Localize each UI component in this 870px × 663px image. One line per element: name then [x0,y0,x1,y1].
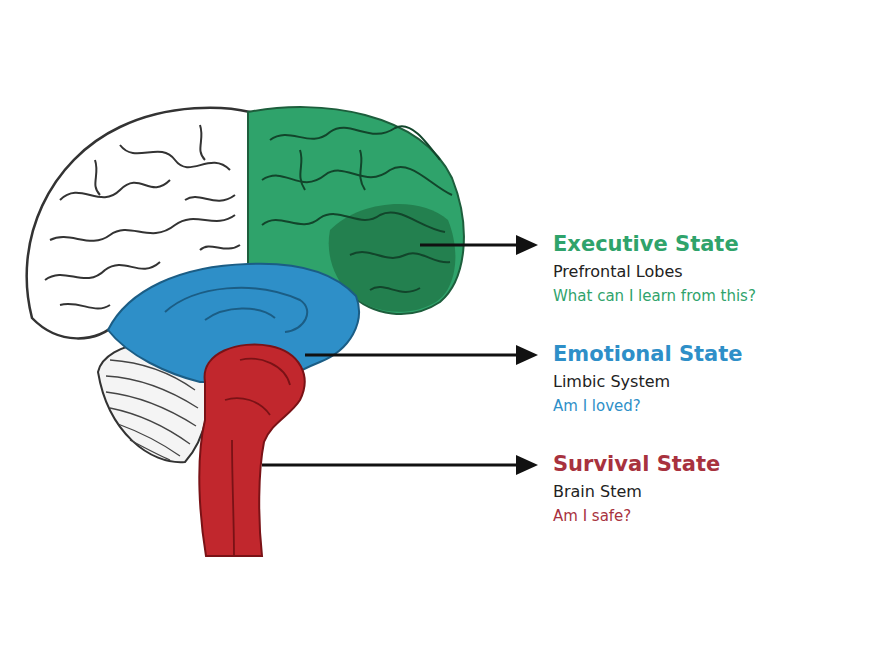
state-heading: Emotional State [553,342,858,367]
state-question: What can I learn from this? [553,287,858,305]
region-name: Brain Stem [553,482,858,501]
region-name: Prefrontal Lobes [553,262,858,281]
state-question: Am I safe? [553,507,858,525]
state-question: Am I loved? [553,397,858,415]
state-heading: Executive State [553,232,858,257]
limbic-folds [165,288,307,332]
region-name: Limbic System [553,372,858,391]
state-heading: Survival State [553,452,858,477]
brain-stem-folds [225,359,290,556]
leader-arrows [262,235,538,475]
brain-stem [199,345,304,557]
